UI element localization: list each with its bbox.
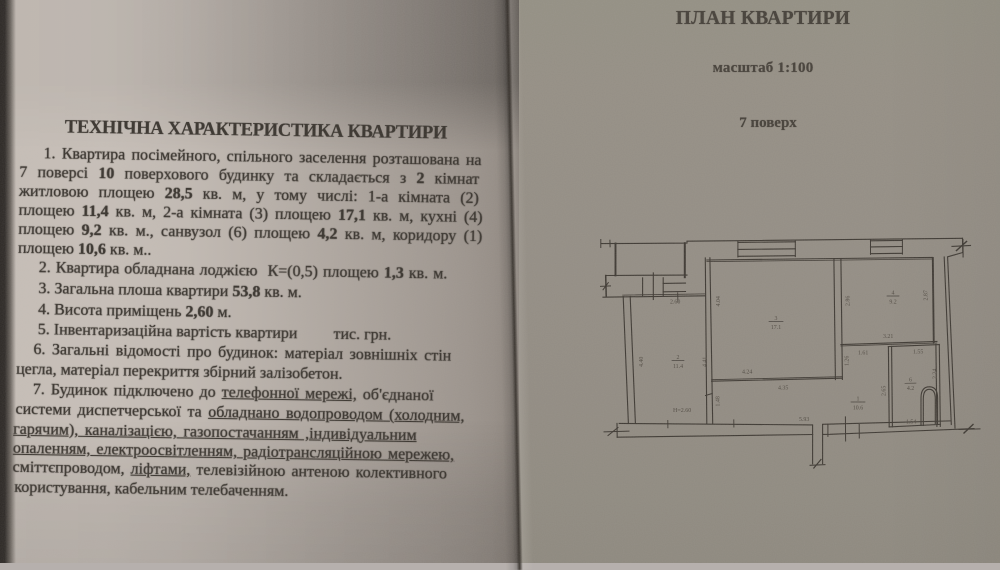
svg-text:11.4: 11.4 (673, 364, 683, 370)
svg-text:2.24: 2.24 (933, 369, 939, 379)
svg-text:2.60: 2.60 (670, 300, 680, 306)
svg-text:4.41: 4.41 (703, 357, 709, 367)
svg-text:2.86: 2.86 (846, 296, 852, 306)
svg-text:4: 4 (892, 291, 895, 297)
svg-text:17.1: 17.1 (771, 325, 781, 331)
svg-text:4.35: 4.35 (778, 386, 788, 392)
svg-text:4.24: 4.24 (742, 370, 752, 376)
svg-text:1: 1 (857, 397, 860, 403)
svg-text:3.21: 3.21 (883, 334, 893, 340)
svg-text:4.04: 4.04 (716, 296, 722, 306)
svg-text:1.48: 1.48 (716, 396, 722, 406)
svg-text:2.65: 2.65 (882, 386, 888, 396)
svg-text:5.93: 5.93 (799, 417, 809, 423)
svg-text:3: 3 (775, 316, 778, 322)
svg-text:4.40: 4.40 (639, 357, 645, 367)
svg-text:1.55: 1.55 (913, 350, 923, 356)
svg-text:1.26: 1.26 (845, 356, 851, 366)
svg-text:10.6: 10.6 (853, 406, 863, 412)
svg-text:1.54: 1.54 (906, 420, 916, 426)
svg-text:1.61: 1.61 (858, 351, 868, 357)
svg-text:H=2.60: H=2.60 (673, 408, 691, 414)
svg-text:2.87: 2.87 (924, 290, 930, 300)
svg-text:2: 2 (677, 355, 680, 361)
svg-text:9.2: 9.2 (889, 300, 896, 306)
svg-text:6: 6 (909, 378, 912, 384)
svg-text:4.2: 4.2 (907, 386, 914, 392)
